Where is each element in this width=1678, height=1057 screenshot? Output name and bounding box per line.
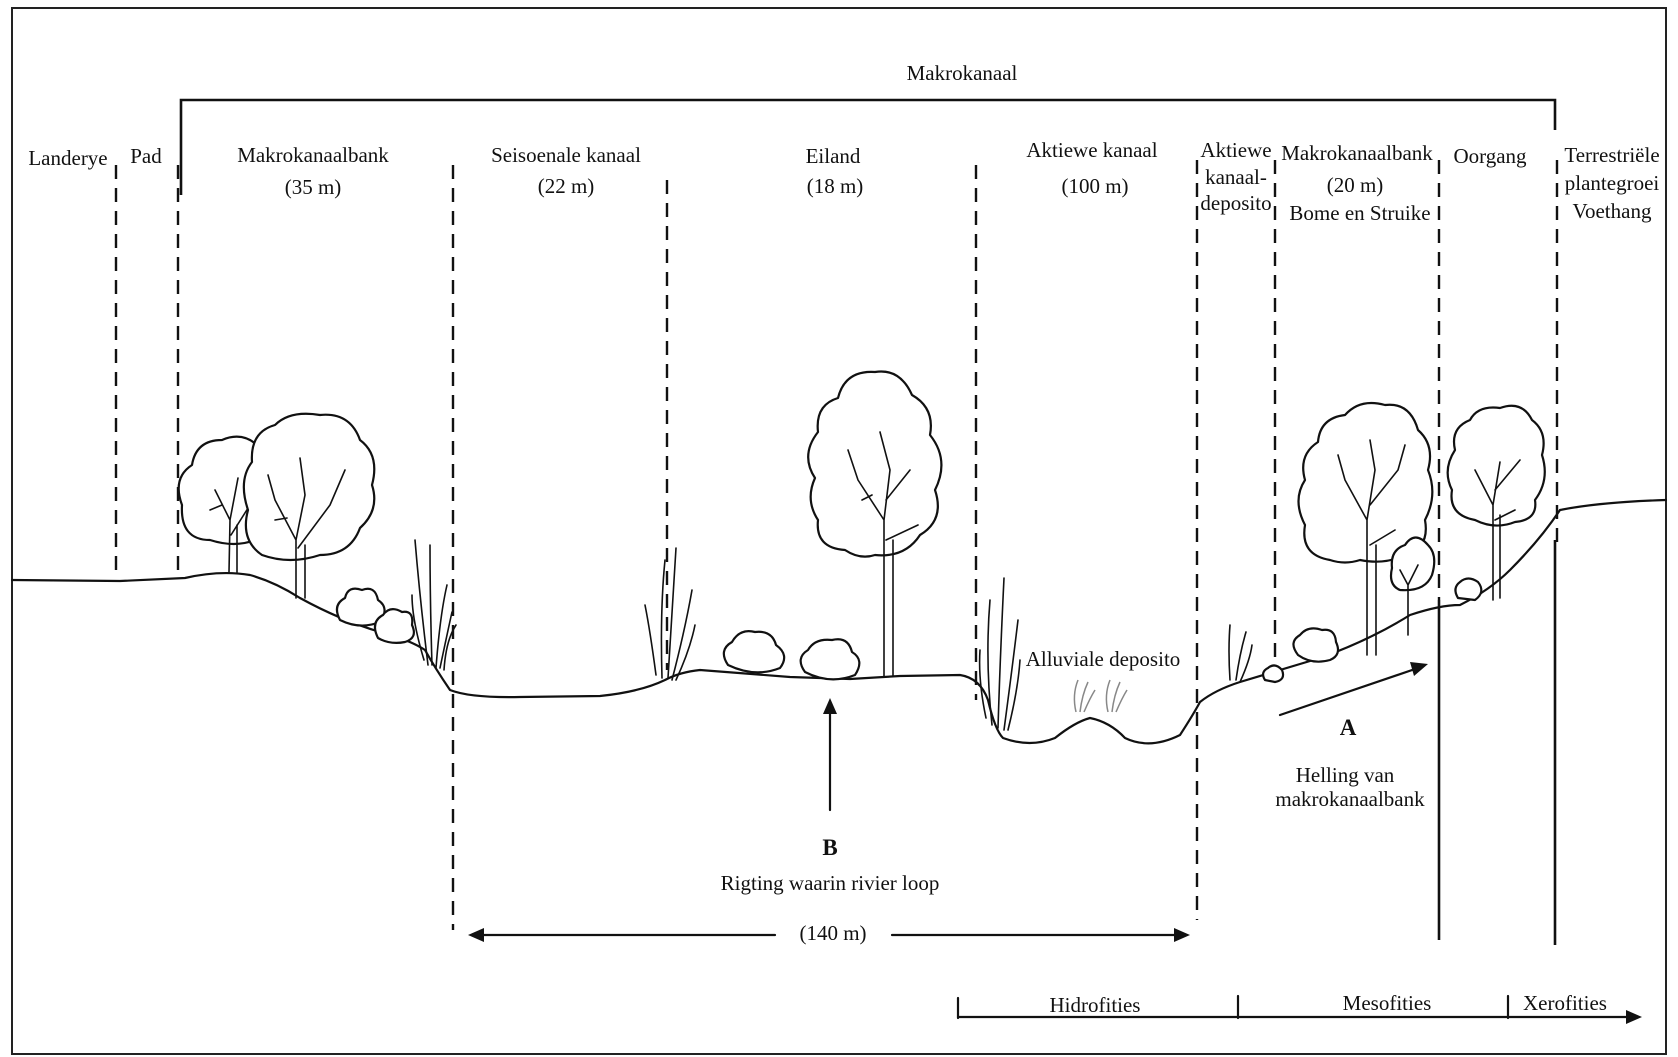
scale-label-mesofities: Mesofities	[1343, 991, 1432, 1015]
makrokanaal-label: Makrokanaal	[907, 61, 1018, 85]
zone-label-makrokanaalbank-left: Makrokanaalbank	[237, 143, 389, 167]
zone-label-terrestriele-line3: Voethang	[1573, 199, 1652, 223]
span-140m-label: (140 m)	[799, 921, 866, 945]
shrub-oorgang	[1454, 577, 1483, 602]
zone-label-seisoenale-kanaal: Seisoenale kanaal	[491, 143, 641, 167]
tree-right-bank	[1297, 401, 1436, 656]
arrow-b-letter: B	[822, 835, 837, 860]
reeds-mid	[644, 547, 696, 681]
tree-left-big	[242, 412, 376, 599]
zone-width-makrokanaalbank-left: (35 m)	[285, 175, 342, 199]
zone-label-deposito-line2: kanaal-	[1205, 165, 1267, 189]
alluviale-deposito-label: Alluviale deposito	[1026, 647, 1181, 671]
zone-label-pad: Pad	[130, 144, 162, 168]
reeds-right	[978, 577, 1021, 731]
reeds-small	[1228, 624, 1253, 683]
zone-label-landerye: Landerye	[28, 146, 107, 170]
zone-width-makrokanaalbank-right: (20 m)	[1327, 173, 1384, 197]
tree-island	[807, 370, 943, 677]
zone-width-eiland: (18 m)	[807, 174, 864, 198]
zone-label-aktiewe-kanaal: Aktiewe kanaal	[1026, 138, 1157, 162]
scale-label-hidrofities: Hidrofities	[1050, 993, 1141, 1017]
zone-label-terrestriele-line2: plantegroei	[1565, 171, 1660, 195]
arrow-a-caption-line1: Helling van	[1296, 763, 1395, 787]
zone-extra-makrokanaalbank-right: Bome en Struike	[1289, 201, 1430, 225]
zone-label-terrestriele-line1: Terrestriële	[1564, 143, 1659, 167]
reeds	[411, 539, 1253, 731]
span-140m: (140 m)	[468, 921, 1190, 945]
vegetation-scale: Hidrofities Mesofities Xerofities	[956, 991, 1642, 1024]
trees	[177, 370, 1546, 677]
zone-dividers	[114, 160, 1559, 945]
scale-label-xerofities: Xerofities	[1523, 991, 1607, 1015]
arrow-a-caption-line2: makrokanaalbank	[1275, 787, 1425, 811]
zone-width-seisoenale-kanaal: (22 m)	[538, 174, 595, 198]
tree-oorgang	[1446, 404, 1546, 601]
zone-label-makrokanaalbank-right: Makrokanaalbank	[1281, 141, 1433, 165]
makrokanaal-bracket: Makrokanaal	[179, 61, 1557, 195]
reeds-left	[411, 539, 457, 671]
diagram-frame	[11, 7, 1667, 1055]
shrub-bank-2	[373, 608, 415, 644]
arrow-b: B Rigting waarin rivier loop	[721, 698, 940, 895]
shrub-island-2	[799, 638, 861, 681]
arrow-b-caption: Rigting waarin rivier loop	[721, 871, 940, 895]
shrub-right-1	[1292, 627, 1340, 663]
zone-label-deposito-line1: Aktiewe	[1200, 138, 1271, 162]
grass-alluvial	[1073, 679, 1128, 713]
arrow-a: A Helling van makrokanaalbank	[1275, 662, 1428, 811]
zone-label-oorgang: Oorgang	[1453, 144, 1527, 168]
arrow-a-letter: A	[1340, 715, 1357, 740]
zone-width-aktiewe-kanaal: (100 m)	[1061, 174, 1128, 198]
zone-label-deposito-line3: deposito	[1200, 191, 1271, 215]
shrub-right-2	[1261, 664, 1285, 684]
shrub-island-1	[722, 630, 786, 674]
zone-labels: Landerye Pad Makrokanaalbank (35 m) Seis…	[28, 138, 1659, 225]
zone-label-eiland: Eiland	[806, 144, 861, 168]
shrubs	[335, 577, 1483, 684]
